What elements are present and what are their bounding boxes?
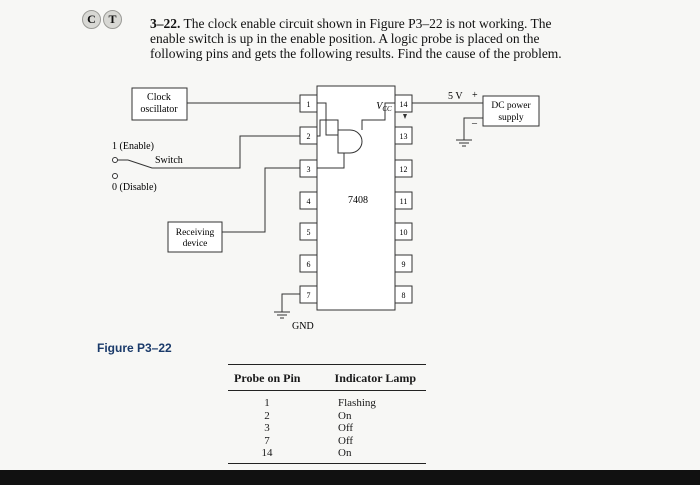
table-cell-lamp: Flashing bbox=[338, 397, 376, 409]
problem-statement: 3–22. The clock enable circuit shown in … bbox=[150, 16, 590, 61]
pin-number: 11 bbox=[400, 197, 408, 206]
gnd-label: GND bbox=[292, 321, 314, 332]
table-cell-pin: 7 bbox=[264, 434, 270, 447]
supply-label-2: supply bbox=[498, 113, 524, 123]
badge-letter-c: C bbox=[82, 10, 101, 29]
pin-number: 3 bbox=[307, 165, 311, 174]
clock-label-2: oscillator bbox=[140, 104, 178, 115]
pin-number: 9 bbox=[402, 260, 406, 269]
header-probe-on-pin: Probe on Pin bbox=[234, 371, 301, 385]
table-cell-pin: 3 bbox=[264, 422, 270, 434]
pin-column: 1 2 3 7 14 bbox=[228, 391, 306, 460]
disable-label: 0 (Disable) bbox=[112, 182, 157, 193]
pin-number: 8 bbox=[402, 291, 406, 300]
and-gate-symbol bbox=[337, 129, 363, 154]
circuit-diagram: Clock oscillator 1 (Enable) Switch 0 (Di… bbox=[112, 85, 540, 332]
supply-label-1: DC power bbox=[491, 101, 531, 111]
badge-letter-t: T bbox=[103, 10, 122, 29]
dc-power-supply-box bbox=[482, 95, 540, 127]
chip-label: 7408 bbox=[348, 195, 368, 206]
table-cell-lamp: On bbox=[338, 447, 352, 459]
pin-number: 7 bbox=[307, 291, 311, 300]
table-cell-lamp: Off bbox=[338, 422, 354, 434]
receiving-label-2: device bbox=[183, 239, 208, 249]
problem-text: The clock enable circuit shown in Figure… bbox=[150, 16, 562, 61]
table-cell-pin: 14 bbox=[261, 447, 273, 459]
switch-disable-contact bbox=[112, 173, 118, 179]
left-pin-numbers: 1 2 3 4 5 6 7 bbox=[307, 100, 311, 300]
pin-number: 5 bbox=[307, 228, 311, 237]
header-indicator-lamp: Indicator Lamp bbox=[334, 371, 416, 385]
clock-label-1: Clock bbox=[147, 92, 171, 103]
pin-number: 14 bbox=[400, 100, 408, 109]
pin-number: 2 bbox=[307, 132, 311, 141]
ic-7408-body bbox=[316, 85, 396, 311]
receiving-label-1: Receiving bbox=[176, 228, 215, 238]
table-cell-lamp: Off bbox=[338, 434, 354, 447]
table-body: 1 2 3 7 14 Flashing On Off Off On bbox=[228, 391, 426, 460]
table-top-rule bbox=[228, 364, 426, 365]
table-header: Probe on Pin Indicator Lamp bbox=[228, 365, 426, 390]
probe-results-table: Probe on Pin Indicator Lamp 1 2 3 7 14 F… bbox=[228, 364, 426, 464]
table-cell-lamp: On bbox=[338, 409, 352, 422]
table-bottom-rule bbox=[228, 462, 426, 464]
receiving-device-box bbox=[167, 221, 223, 253]
ct-badge: C T bbox=[82, 10, 122, 29]
bottom-dark-bar bbox=[0, 470, 700, 485]
pin-number: 6 bbox=[307, 260, 311, 269]
right-pin-numbers: 14 13 12 11 10 9 8 bbox=[400, 100, 408, 300]
supply-minus-label: – bbox=[471, 118, 478, 129]
table-cell-pin: 1 bbox=[264, 397, 270, 409]
vcc-label: VCC bbox=[376, 101, 392, 113]
pin-number: 4 bbox=[307, 197, 311, 206]
pin-number: 12 bbox=[400, 165, 408, 174]
switch-label: Switch bbox=[155, 155, 183, 166]
figure-caption: Figure P3–22 bbox=[97, 341, 172, 355]
supply-voltage-label: 5 V bbox=[448, 91, 463, 102]
pin-number: 1 bbox=[307, 100, 311, 109]
problem-number: 3–22. bbox=[150, 16, 181, 31]
table-header-rule bbox=[228, 390, 426, 391]
switch-enable-contact bbox=[112, 157, 118, 163]
table-cell-pin: 2 bbox=[264, 409, 270, 422]
clock-oscillator-box bbox=[131, 87, 188, 121]
pin-number: 10 bbox=[400, 228, 408, 237]
pin-number: 13 bbox=[400, 132, 408, 141]
lamp-column: Flashing On Off Off On bbox=[306, 391, 426, 460]
supply-plus-label: + bbox=[472, 90, 478, 101]
enable-label: 1 (Enable) bbox=[112, 141, 154, 152]
